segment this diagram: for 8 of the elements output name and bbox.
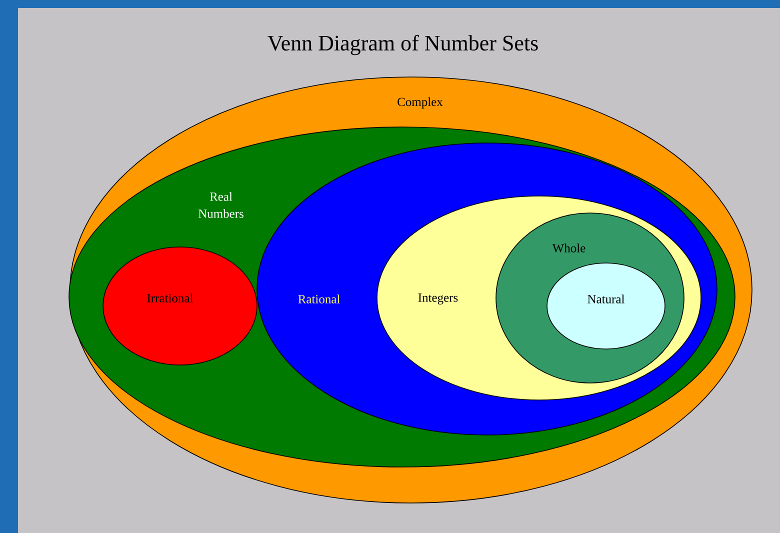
set-label: Whole — [552, 244, 586, 252]
set-label: Rational — [298, 294, 340, 304]
set-label: Natural — [588, 294, 624, 304]
set-label: Integers — [418, 294, 458, 304]
set-label: Real Numbers — [198, 192, 244, 218]
set-label: Complex — [398, 97, 443, 109]
set-label: Irrational — [147, 294, 193, 302]
title: Venn Diagram of Number Sets — [268, 34, 538, 56]
